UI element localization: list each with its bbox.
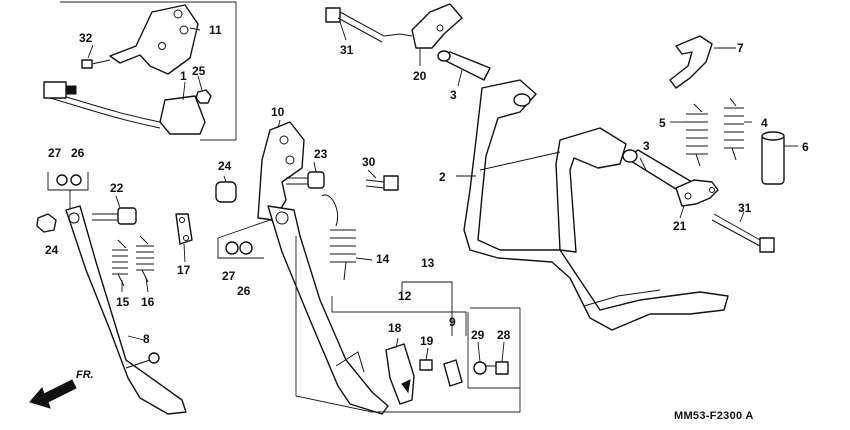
side-stand-arm — [267, 205, 389, 415]
bolt-31-right — [759, 237, 775, 253]
washer-29 — [473, 361, 487, 375]
callout-27-left: 27 — [48, 146, 62, 160]
callout-24-center: 24 — [218, 159, 232, 173]
washer-26-center — [239, 241, 253, 255]
inset-frame — [60, 1, 237, 141]
callout-2: 2 — [439, 170, 446, 184]
plate-9 — [443, 359, 463, 387]
callout-26-left: 26 — [71, 146, 85, 160]
rubber-pad-18 — [385, 343, 415, 405]
callout-9: 9 — [449, 315, 456, 329]
callout-25: 25 — [192, 64, 206, 78]
callout-labels: 11 32 1 25 27 26 22 24 17 15 16 8 FR. 10… — [45, 23, 809, 422]
callout-12: 12 — [398, 289, 412, 303]
bolt-28 — [495, 361, 509, 375]
washer-27-center — [225, 241, 239, 255]
callout-32: 32 — [79, 31, 93, 45]
callout-5: 5 — [659, 116, 666, 130]
callout-6: 6 — [802, 140, 809, 154]
bracket-21 — [675, 179, 719, 207]
callout-7: 7 — [737, 41, 744, 55]
callout-13: 13 — [421, 256, 435, 270]
callout-31-right: 31 — [738, 201, 752, 215]
callout-11: 11 — [209, 23, 222, 37]
collar-6 — [761, 133, 785, 185]
callout-3-top: 3 — [450, 88, 457, 102]
stopper-plate-7 — [669, 35, 713, 89]
callout-17: 17 — [177, 263, 191, 277]
callout-16: 16 — [141, 295, 155, 309]
washer-27 — [56, 174, 68, 186]
spring-16 — [136, 235, 154, 283]
callout-24-left: 24 — [45, 243, 59, 257]
nut-25 — [195, 89, 212, 104]
callout-27-center: 27 — [222, 269, 236, 283]
pivot-bolt-22 — [117, 207, 137, 225]
diagram-code: MM53-F2300 A — [674, 410, 754, 422]
callout-31-top: 31 — [340, 43, 354, 57]
callout-19: 19 — [420, 334, 434, 348]
washer-26 — [70, 174, 82, 186]
bolt-23 — [307, 171, 325, 189]
callout-1: 1 — [180, 69, 187, 83]
spring-4 — [724, 97, 744, 161]
pin-19 — [419, 359, 433, 371]
callout-15: 15 — [116, 295, 130, 309]
leader-lines — [87, 21, 798, 363]
callout-26-center: 26 — [237, 284, 251, 298]
switch-connector — [43, 81, 67, 99]
callout-30: 30 — [362, 155, 376, 169]
side-stand-8 — [65, 205, 187, 415]
callout-8: 8 — [143, 332, 150, 346]
callout-3-right: 3 — [643, 139, 650, 153]
bracket-20 — [411, 3, 463, 49]
spring-5 — [686, 103, 708, 167]
callout-10: 10 — [271, 105, 285, 119]
collar-24 — [215, 181, 237, 203]
bolt-30 — [383, 175, 399, 191]
callout-20: 20 — [413, 69, 427, 83]
callout-18: 18 — [388, 321, 402, 335]
front-arrow-icon — [29, 379, 77, 409]
front-label: FR. — [76, 369, 94, 381]
bracket-10 — [257, 121, 305, 221]
callout-23: 23 — [314, 147, 328, 161]
spring-15 — [112, 239, 128, 287]
spring-14 — [321, 194, 356, 281]
bolt-31-top — [325, 7, 341, 23]
main-stand-2 — [463, 79, 729, 331]
callout-14: 14 — [376, 252, 390, 266]
callout-4: 4 — [761, 116, 768, 130]
callout-21: 21 — [673, 219, 687, 233]
callout-22: 22 — [110, 181, 124, 195]
nut-24-left — [36, 213, 57, 233]
side-stand-switch-bracket — [109, 4, 199, 75]
callout-28: 28 — [497, 328, 511, 342]
callout-29: 29 — [471, 328, 485, 342]
